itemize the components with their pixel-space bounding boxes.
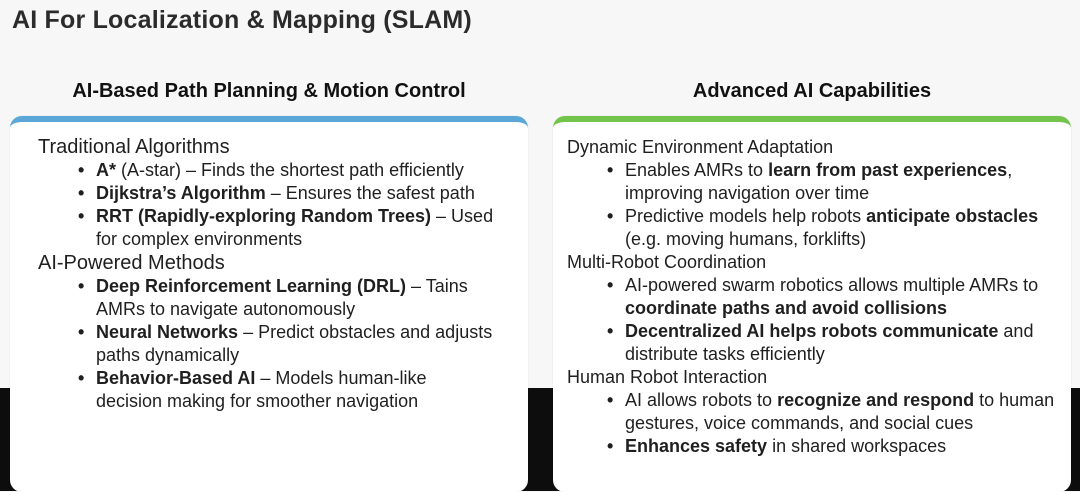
left-card-content: Traditional Algorithms A* (A-star) – Fin…: [10, 122, 528, 492]
section-title-multi-robot-coordination: Multi-Robot Coordination: [567, 252, 767, 272]
list-item: Dijkstra’s Algorithm – Ensures the safes…: [78, 182, 496, 205]
item-text: – Used for complex environments: [96, 206, 494, 249]
traditional-algorithms-list: A* (A-star) – Finds the shortest path ef…: [78, 159, 496, 251]
section-title-dynamic-environment-adaptation: Dynamic Environment Adaptation: [567, 137, 834, 157]
section-title-traditional-algorithms: Traditional Algorithms: [38, 136, 230, 158]
list-item: Deep Reinforcement Learning (DRL) – Tain…: [78, 275, 496, 321]
list-item: A* (A-star) – Finds the shortest path ef…: [78, 159, 496, 182]
item-bold: Dijkstra’s Algorithm: [96, 183, 266, 203]
list-item: AI-powered swarm robotics allows multipl…: [607, 274, 1065, 320]
left-panel-header: AI-Based Path Planning & Motion Control: [72, 80, 466, 102]
item-bold: Enhances safety: [625, 436, 768, 456]
right-card: Dynamic Environment Adaptation Enables A…: [553, 116, 1071, 492]
right-card-content: Dynamic Environment Adaptation Enables A…: [553, 122, 1071, 492]
item-text: – Predict obstacles and adjusts paths dy…: [96, 322, 493, 365]
item-bold: Deep Reinforcement Learning (DRL): [96, 276, 407, 296]
item-text-after: to human gestures, voice commands, and s…: [625, 390, 1055, 433]
human-robot-interaction-list: AI allows robots to recognize and respon…: [607, 389, 1065, 458]
item-bold: Behavior-Based AI: [96, 368, 256, 388]
item-bold: Neural Networks: [96, 322, 239, 342]
list-item: Enhances safety in shared workspaces: [607, 435, 1065, 458]
item-bold: anticipate obstacles: [866, 206, 1039, 226]
item-bold: coordinate paths and avoid collisions: [625, 298, 948, 318]
item-text: – Models human-like decision making for …: [96, 368, 427, 411]
item-text-after: , improving navigation over time: [625, 160, 1013, 203]
item-bold: recognize and respond: [777, 390, 975, 410]
right-panel-header: Advanced AI Capabilities: [692, 80, 932, 102]
item-text-before: Predictive models help robots: [625, 206, 867, 226]
item-bold: A*: [96, 160, 117, 180]
item-text: (A-star) – Finds the shortest path effic…: [116, 160, 464, 180]
item-text-before: AI-powered swarm robotics allows multipl…: [625, 275, 1039, 295]
item-text-before: Enables AMRs to: [625, 160, 769, 180]
section-title-ai-powered-methods: AI-Powered Methods: [38, 252, 225, 274]
list-item: AI allows robots to recognize and respon…: [607, 389, 1065, 435]
multi-robot-coordination-list: AI-powered swarm robotics allows multipl…: [607, 274, 1065, 366]
slide-title: AI For Localization & Mapping (SLAM): [12, 6, 472, 34]
list-item: RRT (Rapidly-exploring Random Trees) – U…: [78, 205, 496, 251]
item-bold: RRT (Rapidly-exploring Random Trees): [96, 206, 432, 226]
item-text-after: (e.g. moving humans, forklifts): [625, 229, 867, 249]
item-text: – Tains AMRs to navigate autonomously: [96, 276, 468, 319]
list-item: Predictive models help robots anticipate…: [607, 205, 1065, 251]
section-title-human-robot-interaction: Human Robot Interaction: [567, 367, 768, 387]
list-item: Neural Networks – Predict obstacles and …: [78, 321, 496, 367]
item-text-before: AI allows robots to: [625, 390, 778, 410]
item-text: – Ensures the safest path: [265, 183, 475, 203]
list-item: Behavior-Based AI – Models human-like de…: [78, 367, 496, 413]
item-text-after: in shared workspaces: [767, 436, 947, 456]
item-bold: learn from past experiences: [768, 160, 1008, 180]
dynamic-environment-adaptation-list: Enables AMRs to learn from past experien…: [607, 159, 1065, 251]
item-text-after: and distribute tasks efficiently: [625, 321, 1034, 364]
list-item: Decentralized AI helps robots communicat…: [607, 320, 1065, 366]
ai-powered-methods-list: Deep Reinforcement Learning (DRL) – Tain…: [78, 275, 496, 413]
left-card: Traditional Algorithms A* (A-star) – Fin…: [10, 116, 528, 492]
list-item: Enables AMRs to learn from past experien…: [607, 159, 1065, 205]
item-bold: Decentralized AI helps robots communicat…: [625, 321, 999, 341]
